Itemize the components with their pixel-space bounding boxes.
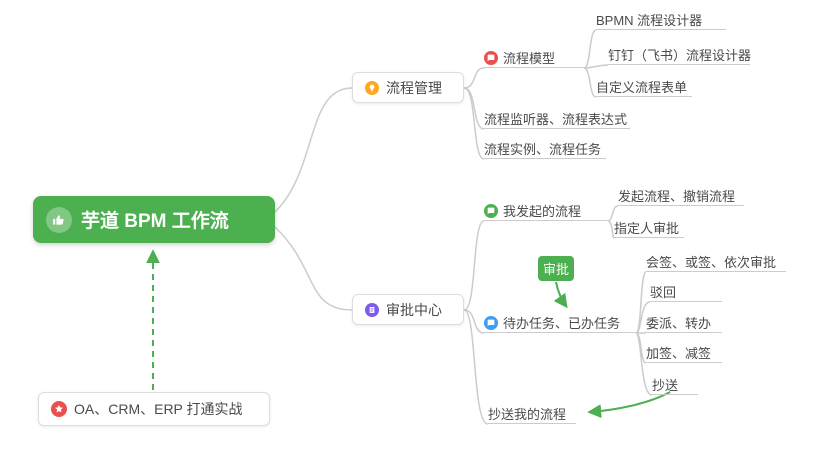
branch-process-management[interactable]: 流程管理 xyxy=(352,72,464,103)
branch-label: OA、CRM、ERP 打通实战 xyxy=(74,401,243,417)
topic-label: BPMN 流程设计器 xyxy=(596,13,703,28)
topic-todo-done-tasks[interactable]: 待办任务、已办任务 xyxy=(484,313,636,333)
topic-label: 发起流程、撤销流程 xyxy=(618,189,736,204)
thumbs-up-icon xyxy=(46,206,72,233)
chat-icon xyxy=(484,315,498,330)
lightbulb-icon xyxy=(365,80,379,95)
topic-add-reduce-sign[interactable]: 加签、减签 xyxy=(646,343,722,363)
branch-integration-practice[interactable]: OA、CRM、ERP 打通实战 xyxy=(38,392,270,426)
topic-label: 指定人审批 xyxy=(614,221,680,236)
topic-assignee-approval[interactable]: 指定人审批 xyxy=(614,218,684,238)
topic-listener-expression[interactable]: 流程监听器、流程表达式 xyxy=(484,109,630,129)
chat-icon xyxy=(484,203,498,218)
topic-dingtalk-designer[interactable]: 钉钉（飞书）流程设计器 xyxy=(608,45,752,65)
branch-approval-center[interactable]: 审批中心 xyxy=(352,294,464,325)
chat-icon xyxy=(484,50,498,65)
topic-label: 抄送 xyxy=(652,378,679,393)
topic-label: 我发起的流程 xyxy=(503,204,582,219)
topic-label: 自定义流程表单 xyxy=(596,80,688,95)
star-icon xyxy=(51,401,67,417)
topic-label: 流程实例、流程任务 xyxy=(484,142,602,157)
branch-label: 审批中心 xyxy=(386,301,442,318)
topic-label: 待办任务、已办任务 xyxy=(503,316,621,331)
topic-my-initiated-process[interactable]: 我发起的流程 xyxy=(484,201,608,221)
topic-label: 流程模型 xyxy=(503,51,556,66)
branch-label: 流程管理 xyxy=(386,79,442,96)
approval-relation-badge[interactable]: 审批 xyxy=(538,256,574,281)
topic-countersign[interactable]: 会签、或签、依次审批 xyxy=(646,252,786,272)
topic-label: 委派、转办 xyxy=(646,316,712,331)
topic-reject[interactable]: 驳回 xyxy=(650,282,722,302)
topic-instance-task[interactable]: 流程实例、流程任务 xyxy=(484,139,606,159)
topic-delegate-transfer[interactable]: 委派、转办 xyxy=(646,313,722,333)
document-icon xyxy=(365,302,379,317)
root-topic-label: 芋道 BPM 工作流 xyxy=(81,211,229,232)
topic-label: 驳回 xyxy=(650,285,677,300)
topic-label: 抄送我的流程 xyxy=(488,407,567,422)
topic-label: 会签、或签、依次审批 xyxy=(646,255,777,270)
topic-initiate-cancel[interactable]: 发起流程、撤销流程 xyxy=(618,186,744,206)
topic-bpmn-designer[interactable]: BPMN 流程设计器 xyxy=(596,10,726,30)
topic-label: 加签、减签 xyxy=(646,346,712,361)
topic-process-model[interactable]: 流程模型 xyxy=(484,48,584,68)
cc-relation-arrow xyxy=(587,391,671,419)
topic-label: 钉钉（飞书）流程设计器 xyxy=(608,48,752,63)
topic-cc-my-process[interactable]: 抄送我的流程 xyxy=(488,404,576,424)
root-topic[interactable]: 芋道 BPM 工作流 xyxy=(33,196,275,243)
topic-custom-form[interactable]: 自定义流程表单 xyxy=(596,77,692,97)
topic-cc[interactable]: 抄送 xyxy=(652,375,698,395)
topic-label: 流程监听器、流程表达式 xyxy=(484,112,628,127)
approval-relation-arrow xyxy=(553,281,568,309)
